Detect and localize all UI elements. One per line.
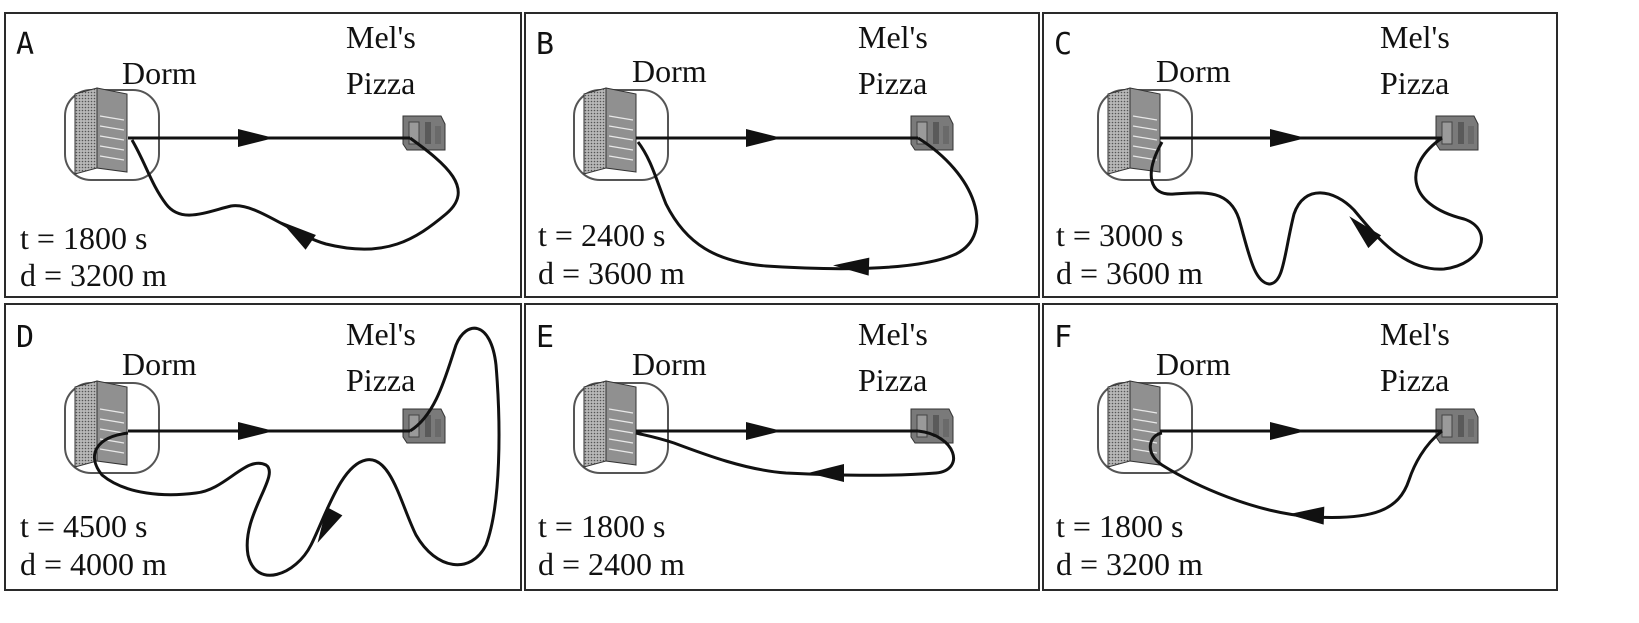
- arrow-outbound: [1270, 129, 1306, 147]
- path-return: [1148, 429, 1443, 519]
- pizza-label-line1: Mel's: [858, 316, 928, 352]
- panel-letter: F: [1054, 320, 1072, 355]
- arrow-outbound: [238, 129, 274, 147]
- time-label: t = 2400 s: [538, 217, 665, 253]
- pizza-label-line1: Mel's: [1380, 19, 1450, 55]
- panel-c: C Dorm Mel's Pizza t = 3000 s d = 3600 m: [1042, 12, 1558, 298]
- panel-letter: D: [16, 320, 34, 355]
- pizza-shop-icon: [1435, 408, 1479, 444]
- arrow-return: [808, 464, 844, 482]
- arrow-outbound: [746, 422, 782, 440]
- path-return: [635, 429, 955, 477]
- distance-label: d = 4000 m: [20, 546, 167, 582]
- panel-letter: C: [1054, 27, 1072, 62]
- pizza-label-line1: Mel's: [1380, 316, 1450, 352]
- time-label: t = 1800 s: [20, 220, 147, 256]
- pizza-label-line2: Pizza: [858, 362, 927, 398]
- arrow-outbound: [1270, 422, 1306, 440]
- pizza-label-line2: Pizza: [858, 65, 927, 101]
- dorm-label: Dorm: [632, 346, 707, 382]
- panel-e: E Dorm Mel's Pizza t = 1800 s d = 2400 m: [524, 303, 1040, 591]
- dorm-building-icon: [1097, 87, 1193, 181]
- panel-d: D Dorm Mel's Pizza t = 4500 s d = 4000 m: [4, 303, 522, 591]
- arrow-outbound: [746, 129, 782, 147]
- distance-label: d = 3600 m: [1056, 255, 1203, 291]
- arrow-outbound: [238, 422, 274, 440]
- pizza-shop-icon: [402, 115, 446, 151]
- dorm-building-icon: [573, 87, 669, 181]
- distance-label: d = 2400 m: [538, 546, 685, 582]
- arrow-return: [1342, 209, 1382, 249]
- time-label: t = 1800 s: [1056, 508, 1183, 544]
- dorm-label: Dorm: [122, 55, 197, 91]
- pizza-shop-icon: [910, 408, 954, 444]
- pizza-label-line1: Mel's: [346, 316, 416, 352]
- pizza-label-line2: Pizza: [1380, 65, 1449, 101]
- pizza-label-line1: Mel's: [346, 19, 416, 55]
- panel-letter: E: [536, 320, 554, 355]
- pizza-label-line2: Pizza: [346, 362, 415, 398]
- pizza-label-line2: Pizza: [346, 65, 415, 101]
- arrow-return: [1287, 505, 1325, 525]
- dorm-building-icon: [64, 380, 160, 474]
- pizza-shop-icon: [910, 115, 954, 151]
- pizza-label-line2: Pizza: [1380, 362, 1449, 398]
- pizza-shop-icon: [1435, 115, 1479, 151]
- path-return: [636, 136, 979, 271]
- pizza-label-line1: Mel's: [858, 19, 928, 55]
- dorm-building-icon: [1097, 380, 1193, 474]
- dorm-label: Dorm: [1156, 53, 1231, 89]
- panel-b: B Dorm Mel's Pizza t = 2400 s d = 3600 m: [524, 12, 1040, 298]
- dorm-label: Dorm: [1156, 346, 1231, 382]
- panel-letter: B: [536, 27, 554, 62]
- dorm-label: Dorm: [632, 53, 707, 89]
- distance-label: d = 3600 m: [538, 255, 685, 291]
- distance-label: d = 3200 m: [1056, 546, 1203, 582]
- arrow-return: [276, 214, 316, 250]
- dorm-label: Dorm: [122, 346, 197, 382]
- path-return: [93, 326, 501, 577]
- arrow-return: [832, 256, 870, 276]
- time-label: t = 4500 s: [20, 508, 147, 544]
- time-label: t = 1800 s: [538, 508, 665, 544]
- distance-label: d = 3200 m: [20, 257, 167, 293]
- panel-letter: A: [16, 27, 34, 62]
- pizza-shop-icon: [402, 408, 446, 444]
- path-return: [1149, 136, 1483, 286]
- panel-f: F Dorm Mel's Pizza t = 1800 s d = 3200 m: [1042, 303, 1558, 591]
- panel-a: A Dorm Mel's Pizza t = 1800 s d = 3200 m: [4, 12, 522, 298]
- dorm-building-icon: [573, 380, 669, 474]
- time-label: t = 3000 s: [1056, 217, 1183, 253]
